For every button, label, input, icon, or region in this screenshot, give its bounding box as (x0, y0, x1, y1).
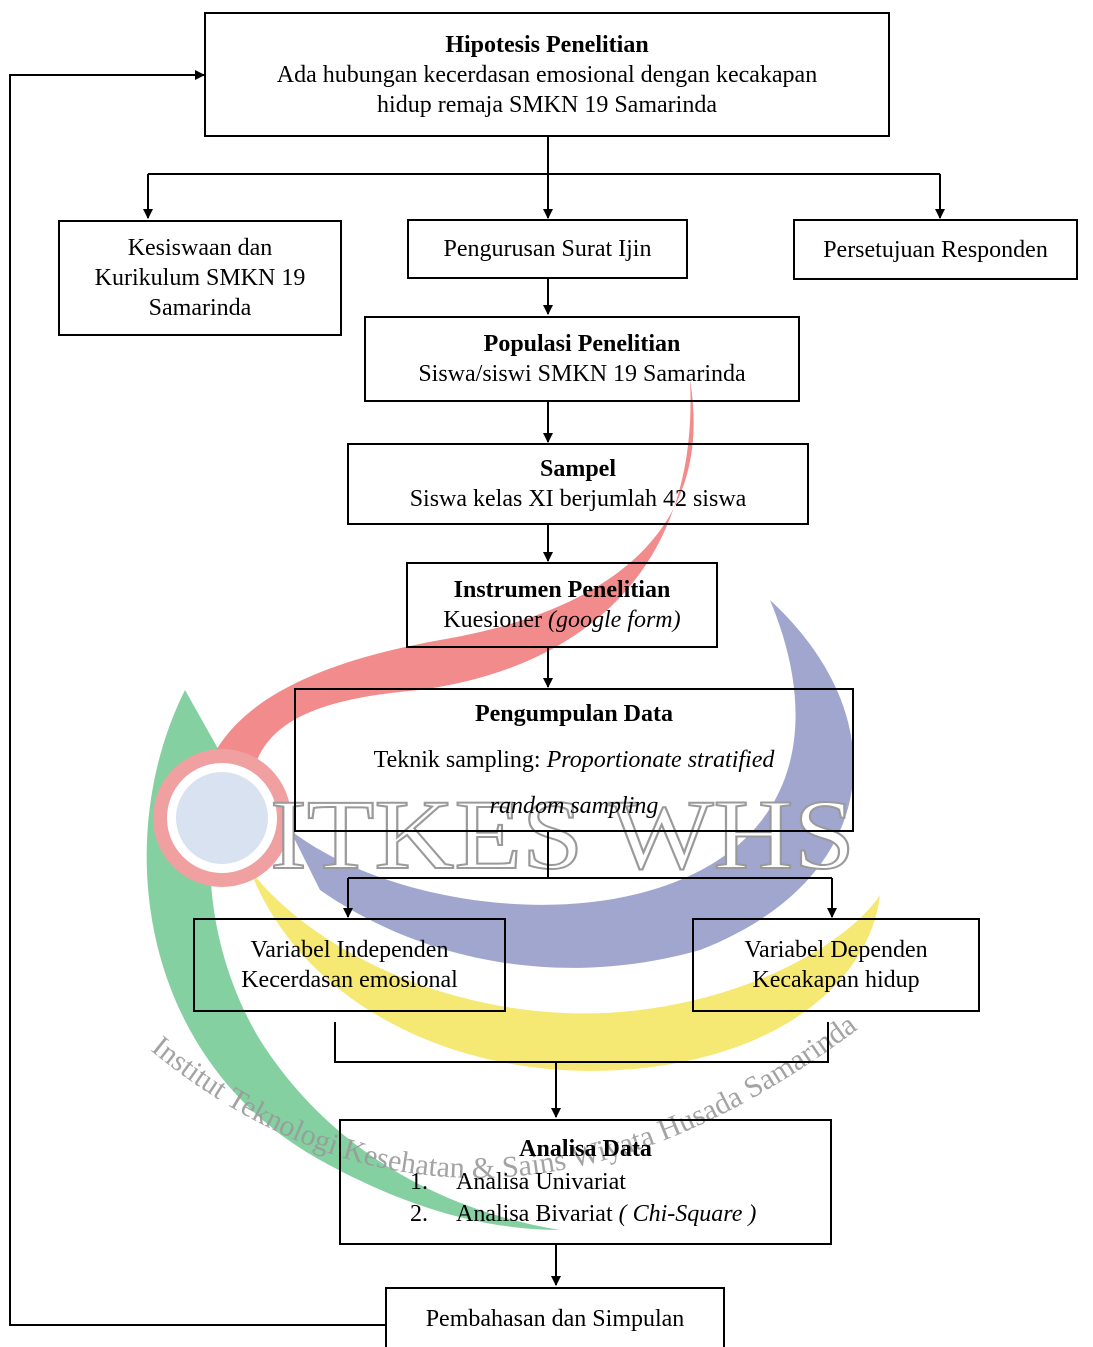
persetujuan-box: Persetujuan Responden (793, 219, 1078, 280)
kesiswaan-line3: Samarinda (148, 295, 252, 321)
watermark-logo-text: ITKES WHS (270, 779, 855, 890)
pengumpulan-title: Pengumpulan Data (474, 701, 674, 727)
analisa-item1-text: Analisa Univariat (456, 1169, 626, 1195)
instrumen-title: Instrumen Penelitian (453, 577, 671, 603)
kesiswaan-line1: Kesiswaan dan (127, 235, 273, 261)
instrumen-line1-prefix: Kuesioner (443, 607, 548, 633)
pembahasan-label: Pembahasan dan Simpulan (425, 1306, 685, 1332)
watermark-globe (176, 772, 268, 864)
persetujuan-label: Persetujuan Responden (823, 236, 1048, 263)
analisa-item2-num: 2. (410, 1201, 428, 1227)
surat-ijin-box: Pengurusan Surat Ijin (407, 219, 688, 279)
hypothesis-line1: Ada hubungan kecerdasan emosional dengan… (276, 61, 818, 88)
watermark-green-swoosh (146, 690, 560, 1230)
feedback-loop-line (9, 70, 385, 1326)
independen-box: Variabel Independen Kecerdasan emosional (193, 918, 506, 1012)
hypothesis-box: Hipotesis Penelitian Ada hubungan kecerd… (204, 12, 890, 137)
watermark-blue-swoosh (290, 600, 854, 968)
kesiswaan-box: Kesiswaan dan Kurikulum SMKN 19 Samarind… (58, 220, 342, 336)
populasi-line1: Siswa/siswi SMKN 19 Samarinda (418, 361, 746, 387)
populasi-box: Populasi Penelitian Siswa/siswi SMKN 19 … (364, 316, 800, 402)
pembahasan-box: Pembahasan dan Simpulan (385, 1287, 725, 1347)
pengumpulan-line1-italic: Proportionate stratified (546, 747, 775, 773)
pengumpulan-line1-prefix: Teknik sampling: (373, 747, 547, 773)
pengumpulan-box: Pengumpulan Data Teknik sampling: Propor… (294, 688, 854, 832)
analisa-item1: 1. Analisa Univariat (410, 1167, 626, 1197)
watermark-yellow-swoosh (250, 870, 880, 1071)
merge-bracket (334, 1022, 829, 1063)
dependen-line2: Kecakapan hidup (752, 967, 920, 993)
analisa-title: Analisa Data (519, 1136, 652, 1162)
instrumen-box: Instrumen Penelitian Kuesioner (google f… (406, 562, 718, 648)
analisa-item1-num: 1. (410, 1169, 428, 1195)
surat-ijin-label: Pengurusan Surat Ijin (443, 236, 652, 262)
independen-line2: Kecerdasan emosional (241, 967, 458, 993)
instrumen-line1: Kuesioner (google form) (443, 605, 680, 635)
populasi-title: Populasi Penelitian (483, 331, 681, 357)
hypothesis-line2: hidup remaja SMKN 19 Samarinda (377, 91, 717, 118)
analisa-item2: 2. Analisa Bivariat ( Chi-Square ) (410, 1199, 756, 1229)
kesiswaan-line2: Kurikulum SMKN 19 (94, 265, 306, 291)
analisa-item2-italic: ( Chi-Square ) (618, 1201, 757, 1227)
dependen-line1: Variabel Dependen (744, 937, 928, 963)
watermark-red-swoosh (200, 380, 694, 800)
dependen-box: Variabel Dependen Kecakapan hidup (692, 918, 980, 1012)
pengumpulan-line1: Teknik sampling: Proportionate stratifie… (374, 737, 775, 783)
pengumpulan-line2-italic: random sampling (489, 793, 659, 819)
instrumen-line1-italic: (google form) (547, 607, 681, 633)
sampel-title: Sampel (539, 456, 616, 482)
sampel-line1: Siswa kelas XI berjumlah 42 siswa (409, 486, 747, 512)
hypothesis-title: Hipotesis Penelitian (445, 31, 649, 58)
analisa-item2-text: Analisa Bivariat (456, 1201, 619, 1227)
sampel-box: Sampel Siswa kelas XI berjumlah 42 siswa (347, 443, 809, 525)
analisa-box: Analisa Data (339, 1119, 832, 1245)
independen-line1: Variabel Independen (250, 937, 449, 963)
